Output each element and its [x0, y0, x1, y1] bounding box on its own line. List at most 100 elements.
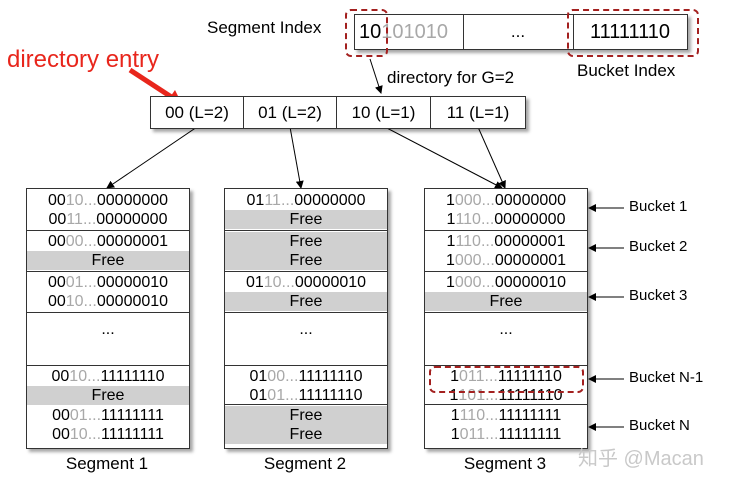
hash-entry-part: 00000000 — [96, 210, 168, 228]
bucket-separator — [225, 271, 387, 272]
hash-entry-part: 00000000 — [494, 210, 566, 228]
hash-entry-part: 00000000 — [294, 191, 366, 209]
hash-entry-part: 1 — [445, 273, 455, 291]
hash-entry-part: 110... — [455, 232, 495, 250]
bucket-label-2: Bucket 2 — [629, 238, 688, 255]
hash-entry-part: 11111111 — [498, 406, 562, 424]
hash-entry-part: 11... — [66, 210, 97, 228]
hash-entry-part: 1 — [445, 191, 455, 209]
hash-entry-part: 00 — [52, 425, 70, 443]
hash-entry-part: 10... — [65, 191, 97, 209]
arrow-dir00-to-segment1 — [106, 126, 198, 189]
arrow-directory-entry — [128, 67, 178, 103]
directory-for-label: directory for G=2 — [387, 68, 515, 87]
bucket-label-3: Bucket 3 — [629, 287, 688, 304]
hash-entry-part: 11111111 — [101, 425, 164, 443]
hash-entry-part: 11111110 — [298, 367, 363, 385]
hash-entry-part: 000... — [454, 273, 495, 291]
bucket-index-highlight — [567, 9, 699, 57]
hash-entry-part: 00000010 — [494, 273, 567, 291]
hash-entry-part: 00 — [47, 273, 66, 291]
hash-entry-part: 01... — [65, 273, 97, 291]
free-slot: Free — [225, 251, 387, 270]
hash-entry-part: 10... — [69, 425, 102, 443]
bucket-ellipsis: ... — [101, 321, 115, 338]
free-slot: Free — [27, 386, 189, 405]
directory-entry-label: directory entry — [7, 46, 160, 73]
bucket-separator — [425, 365, 587, 366]
hash-entry-part: 1 — [445, 251, 455, 269]
hash-entry-part: 000... — [454, 251, 495, 269]
hash-entry-part: 11111110 — [498, 386, 563, 404]
bucket-separator — [27, 312, 189, 313]
hash-entry-part: 1 — [450, 425, 460, 443]
bucket-label-n: Bucket N — [629, 417, 690, 434]
hash-entry-part: 00000010 — [294, 273, 367, 291]
hash-entry-part: 00... — [267, 367, 299, 385]
segment-bits: 10 — [359, 20, 382, 43]
segment-index-highlight — [345, 9, 388, 57]
bucket-separator — [27, 365, 189, 366]
hash-entry-part: 00000001 — [96, 232, 169, 250]
segment-index-label: Segment Index — [207, 18, 322, 37]
bucket-separator — [225, 365, 387, 366]
hash-key-ellipsis: ... — [510, 22, 526, 41]
hash-entry-part: 00 — [51, 367, 70, 385]
arrow-dir01-to-segment2 — [289, 126, 304, 189]
hash-entry-part: 10... — [263, 273, 295, 291]
hash-entry-part: 110... — [455, 210, 495, 228]
bucket-index-label: Bucket Index — [577, 61, 676, 80]
segment-label-1: Segment 1 — [65, 454, 149, 473]
hash-entry-part: 110... — [459, 406, 499, 424]
hash-entry-part: 01... — [69, 406, 102, 424]
hidden-bits: 101010 — [381, 20, 448, 43]
hash-entry-part: 00000001 — [494, 232, 566, 250]
free-slot: Free — [225, 425, 387, 444]
bucket-separator — [225, 404, 387, 405]
arrow-dir10-to-segment3 — [384, 126, 503, 189]
bucket-label-n-1: Bucket N-1 — [629, 369, 704, 386]
hash-entry-part: 1 — [450, 406, 460, 424]
segment-label-3: Segment 3 — [463, 454, 547, 473]
free-slot: Free — [27, 251, 189, 270]
hash-entry-part: 00000000 — [96, 191, 169, 209]
arrow-dir11-to-segment3 — [477, 126, 506, 189]
hash-entry-part: 1 — [446, 232, 456, 250]
directory-entry-00: 00 (L=2) — [151, 97, 244, 128]
hash-entry-part: 11111110 — [497, 367, 562, 385]
hash-entry-part: 00000010 — [96, 273, 169, 291]
directory-entry-11: 11 (L=1) — [446, 102, 510, 122]
hash-entry-part: 00 — [48, 210, 67, 228]
hash-entry-part: 11... — [264, 191, 295, 209]
hash-entry-part: 11111110 — [100, 367, 165, 385]
segment-label-2: Segment 2 — [263, 454, 347, 473]
bucket-label-1: Bucket 1 — [629, 198, 688, 215]
bucket-separator — [225, 230, 387, 231]
directory-entry-10: 10 (L=1) — [337, 97, 431, 128]
bucket-separator — [425, 230, 587, 231]
hash-entry-part: 000... — [454, 191, 495, 209]
hash-entry-part: 01... — [267, 386, 299, 404]
hash-entry-part: 11111111 — [498, 425, 562, 443]
bucket-ellipsis: ... — [299, 321, 313, 338]
hash-entry-part: 1 — [449, 386, 459, 404]
arrow-segment-index-to-directory — [369, 58, 383, 94]
